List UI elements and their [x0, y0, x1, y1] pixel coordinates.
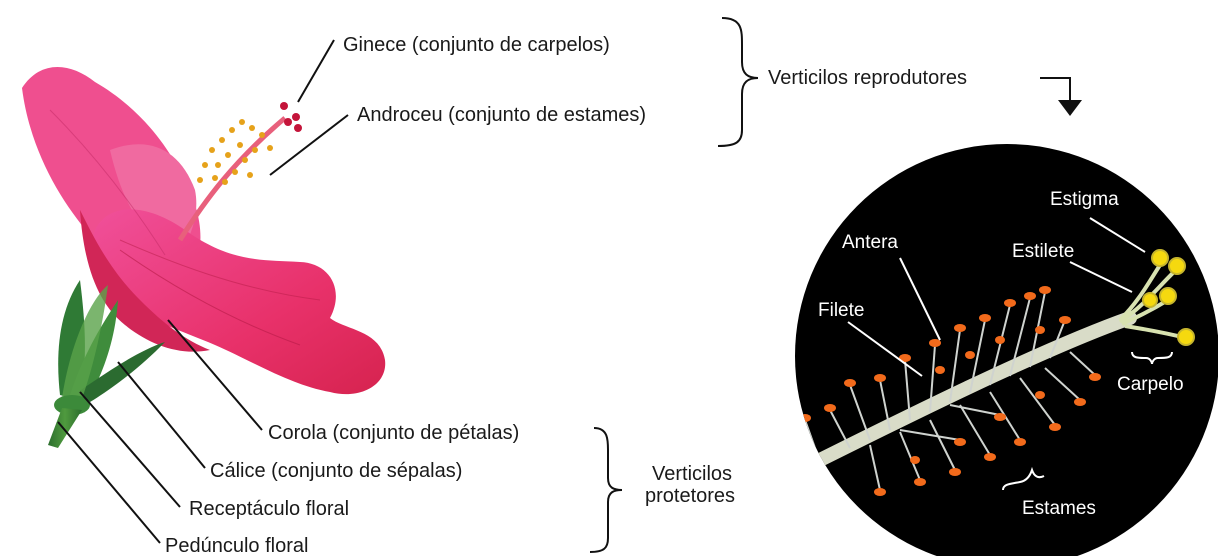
label-calice: Cálice (conjunto de sépalas) — [210, 460, 462, 482]
brace-carpelo — [1131, 351, 1173, 365]
label-estilete: Estilete — [1012, 241, 1074, 262]
detail-stigmas — [1142, 249, 1195, 346]
brace-reprodutores — [717, 17, 759, 147]
group-protetores-line2: protetores — [645, 485, 735, 507]
sepal-4 — [62, 285, 108, 404]
anther-cluster — [197, 119, 273, 185]
brace-protetores — [589, 427, 623, 553]
label-receptaculo: Receptáculo floral — [189, 498, 349, 520]
arrow-to-detail — [1040, 77, 1071, 104]
group-reprodutores: Verticilos reprodutores — [768, 67, 967, 89]
petal-main — [93, 209, 386, 395]
label-ginece: Ginece (conjunto de carpelos) — [343, 34, 610, 56]
hibiscus-flower-illustration — [22, 66, 386, 448]
label-carpelo: Carpelo — [1117, 374, 1184, 395]
arrow-head — [1058, 100, 1082, 116]
detail-leader-lines — [847, 217, 1173, 491]
detail-anthers — [799, 286, 1101, 496]
detail-column — [795, 311, 1137, 477]
label-estames: Estames — [1022, 498, 1096, 519]
label-androceu: Androceu (conjunto de estames) — [357, 104, 646, 126]
stamen-detail-view: Estigma Estilete Antera Filete Carpelo E… — [795, 144, 1218, 556]
petal-left — [80, 210, 210, 352]
label-filete: Filete — [818, 300, 864, 321]
stem — [48, 408, 82, 448]
label-antera: Antera — [842, 232, 898, 253]
label-estigma: Estigma — [1050, 189, 1119, 210]
label-pedunculo: Pedúnculo floral — [165, 535, 308, 556]
flower-leader-lines — [57, 39, 349, 544]
stigma-tips — [280, 102, 302, 132]
brace-estames — [1002, 466, 1045, 491]
group-protetores-line1: Verticilos — [652, 463, 732, 485]
sepal-3 — [78, 342, 165, 402]
label-corola: Corola (conjunto de pétalas) — [268, 422, 519, 444]
